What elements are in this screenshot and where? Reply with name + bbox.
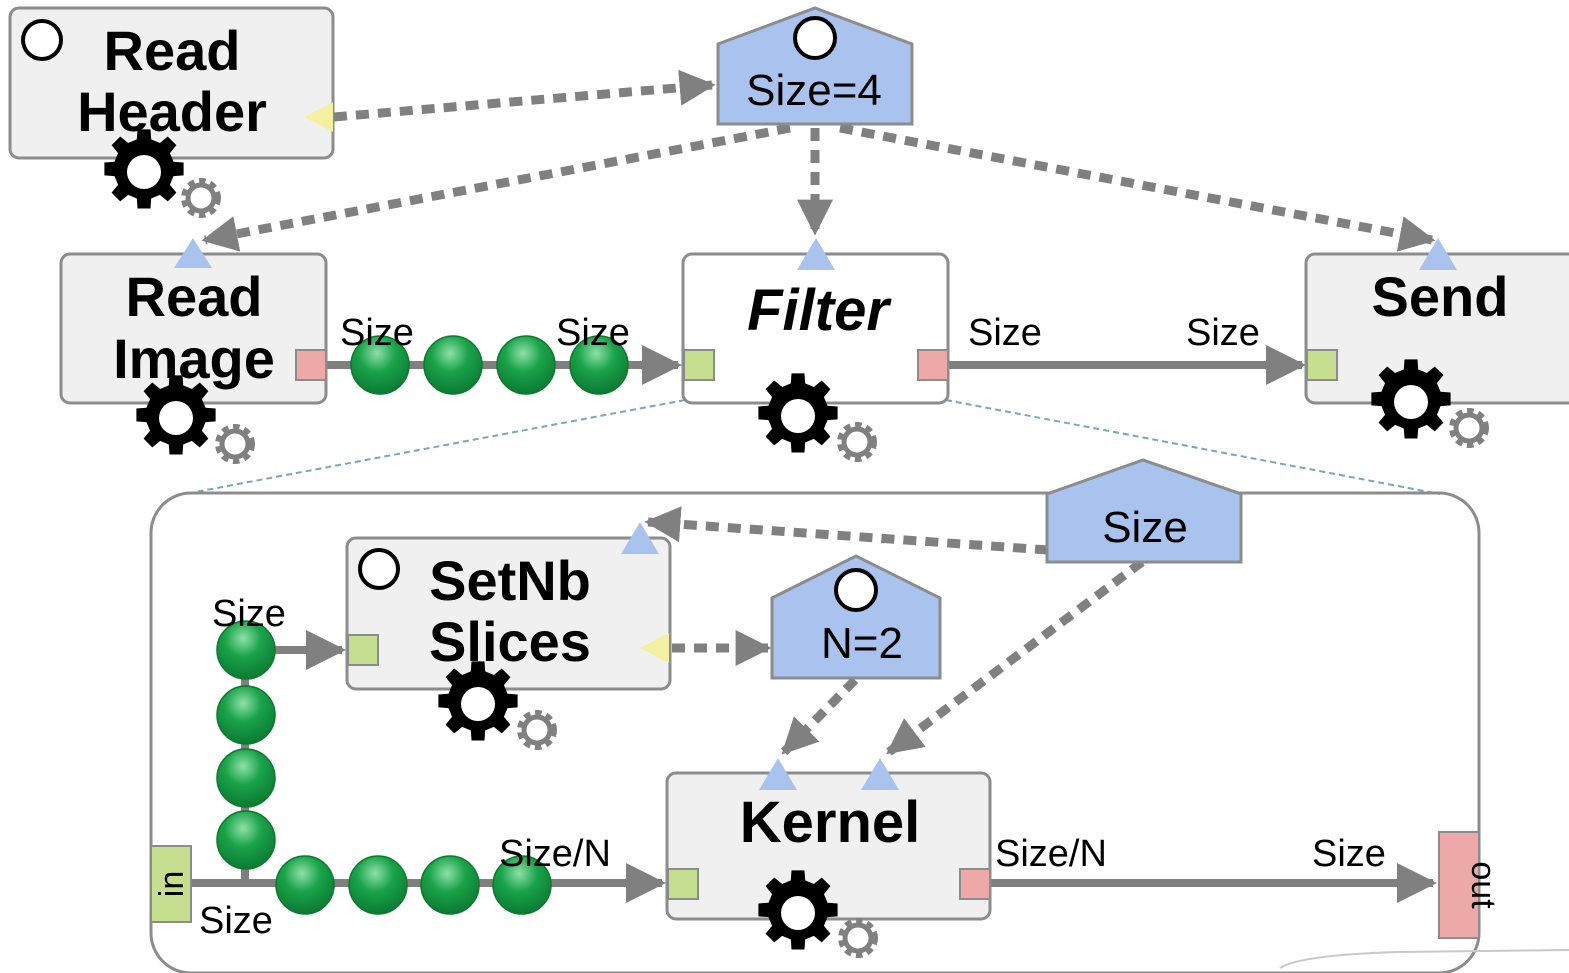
actor-send-label: Send: [1372, 265, 1509, 328]
data-input-port: [667, 868, 699, 900]
token: [216, 685, 276, 745]
gear-icon: [438, 661, 518, 741]
dep-size-to-readimage: [201, 123, 791, 252]
circle-icon: [21, 19, 63, 61]
parameter-n[interactable]: N=2: [770, 554, 942, 680]
gear-icon: [1371, 359, 1451, 439]
actor-send[interactable]: Send: [1304, 238, 1569, 444]
token: [496, 335, 556, 395]
tokens-in-setnb: [216, 620, 276, 870]
output-interface-label: out: [1464, 861, 1502, 909]
gear-icon: [758, 870, 838, 950]
gear-icon: [219, 428, 251, 460]
config-output-port: [640, 633, 669, 663]
actor-read-header-line1: Read: [104, 19, 241, 82]
token: [275, 855, 335, 915]
actor-setnb-slices-line2: Slices: [429, 610, 591, 673]
parameter-size-inner-label: Size: [1102, 503, 1188, 552]
data-input-port: [1306, 349, 1338, 381]
input-interface[interactable]: in: [150, 845, 192, 923]
filter-subgraph-frame: [149, 491, 1481, 973]
token: [420, 855, 480, 915]
config-input-port: [759, 758, 797, 790]
circle-icon: [358, 548, 400, 590]
token: [423, 335, 483, 395]
actor-kernel-label: Kernel: [740, 790, 921, 855]
dep-n-to-kernel: [780, 676, 859, 756]
rate-in-out: Size: [199, 900, 273, 942]
parameter-size-top-label: Size=4: [746, 66, 882, 115]
data-output-port: [959, 868, 991, 900]
actor-filter[interactable]: Filter: [681, 238, 950, 458]
tokens-in-kernel: [275, 855, 552, 915]
parameter-size-top[interactable]: Size=4: [716, 6, 914, 126]
config-input-port: [1419, 238, 1457, 270]
dep-size-to-send: [839, 123, 1436, 252]
rate-readimage-out: Size: [340, 312, 414, 354]
hierarchy-line-left: [184, 399, 686, 495]
actor-setnb-slices-line1: SetNb: [429, 549, 591, 612]
circle-icon: [834, 568, 878, 612]
token: [348, 855, 408, 915]
actor-filter-label: Filter: [747, 278, 892, 343]
rate-setnb-in: Size: [212, 593, 286, 635]
rate-kernel-in: Size/N: [499, 833, 611, 875]
hierarchy-line-right: [945, 399, 1441, 495]
gear-icon: [1453, 412, 1485, 444]
input-interface-label: in: [153, 871, 191, 897]
config-input-port: [797, 238, 835, 270]
token: [216, 620, 276, 680]
config-input-port: [621, 522, 659, 554]
rate-send-in: Size: [1186, 312, 1260, 354]
rate-filter-out: Size: [968, 312, 1042, 354]
token: [216, 810, 276, 870]
rate-out-in: Size: [1312, 833, 1386, 875]
token: [492, 855, 552, 915]
output-interface[interactable]: out: [1438, 831, 1502, 939]
actor-read-header[interactable]: Read Header: [8, 6, 335, 214]
gear-icon: [842, 922, 874, 954]
actor-setnb-slices[interactable]: SetNb Slices: [345, 522, 672, 746]
rate-filter-in: Size: [556, 312, 630, 354]
dep-readheader-to-size: [333, 69, 716, 122]
dep-size-to-kernel: [886, 558, 1145, 756]
gear-icon: [521, 714, 553, 746]
actor-read-image[interactable]: Read Image: [59, 238, 328, 460]
rate-kernel-out: Size/N: [995, 833, 1107, 875]
data-output-port: [917, 349, 949, 381]
gear-icon: [841, 426, 873, 458]
data-output-port: [295, 349, 327, 381]
config-input-port: [861, 758, 899, 790]
actor-read-image-line2: Image: [113, 327, 275, 390]
parameter-size-inner[interactable]: Size: [1045, 458, 1243, 564]
token: [350, 335, 410, 395]
token: [569, 335, 629, 395]
dep-size-to-setnb: [644, 506, 1049, 555]
tokens-readimage-filter: [350, 335, 629, 395]
gear-icon: [758, 373, 838, 453]
token: [216, 748, 276, 808]
actor-read-image-line1: Read: [126, 265, 263, 328]
actor-kernel[interactable]: Kernel: [665, 758, 992, 954]
config-input-port: [174, 238, 212, 268]
frame-corner-decoration: [1279, 949, 1569, 969]
gear-icon: [136, 375, 216, 455]
actor-read-header-line2: Header: [77, 80, 267, 143]
data-input-port: [683, 349, 715, 381]
config-output-port: [304, 102, 333, 132]
gear-icon: [185, 182, 217, 214]
circle-icon: [793, 16, 837, 60]
data-input-port: [347, 634, 379, 666]
gear-icon: [104, 129, 184, 209]
parameter-n-label: N=2: [821, 619, 903, 668]
